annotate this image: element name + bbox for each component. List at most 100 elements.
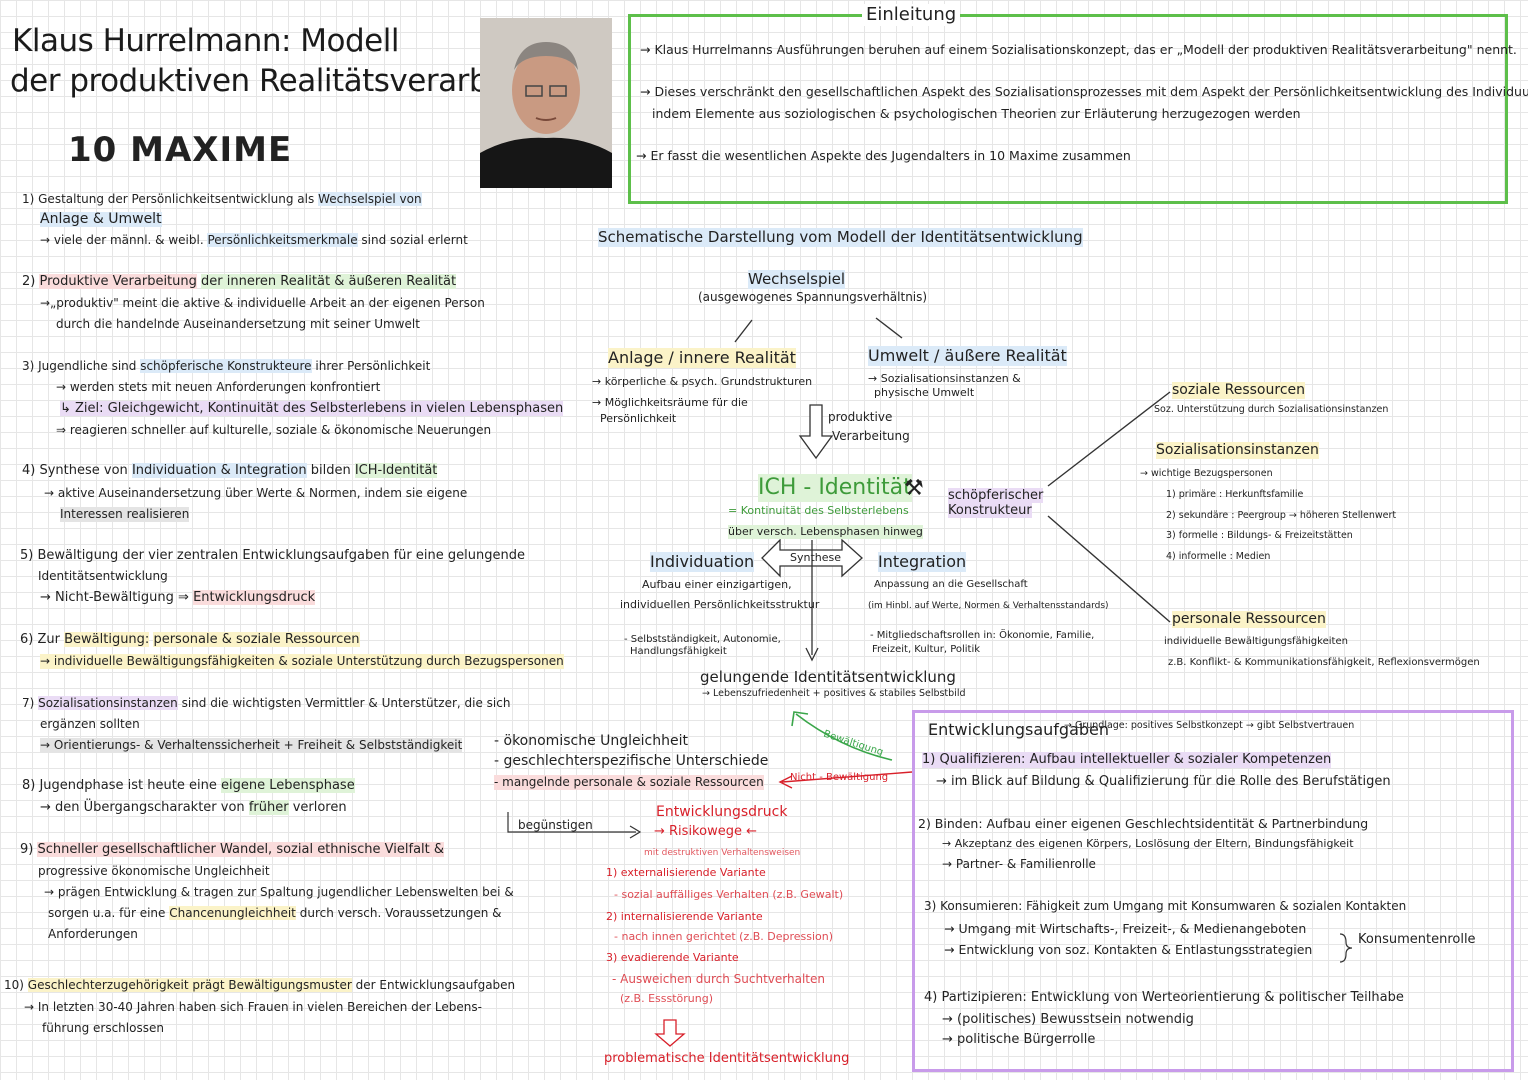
maxim-5-line1: 5) Bewältigung der vier zentralen Entwic… [20,548,525,563]
intro-label: Einleitung [862,4,961,26]
maxim-1-line1: 1) Gestaltung der Persönlichkeitsentwick… [22,192,422,206]
druck-3: mit destruktiven Verhaltensweisen [644,848,801,858]
maxim-3-line1: 3) Jugendliche sind schöpferische Konstr… [22,359,431,373]
intro-line-4: → Er fasst die wesentlichen Aspekte des … [636,148,1131,163]
task-3a: → Umgang mit Wirtschafts-, Freizeit-, & … [944,921,1307,936]
variante-3: 3) evadierende Variante [606,951,739,964]
task-4: 4) Partizipieren: Entwicklung von Werteo… [924,990,1404,1005]
task-3: 3) Konsumieren: Fähigkeit zum Umgang mit… [924,899,1407,913]
task-2b: → Partner- & Familienrolle [942,857,1096,871]
soziale-ressourcen: soziale Ressourcen [1172,382,1305,399]
maxim-4-line1: 4) Synthese von Individuation & Integrat… [22,463,438,478]
schema-int-1: Anpassung an die Gesellschaft [874,579,1028,590]
maxim-9-line3: → prägen Entwicklung & tragen zur Spaltu… [44,885,514,899]
risk-3: - mangelnde personale & soziale Ressourc… [494,775,764,790]
inst-3: 2) sekundäre : Peergroup → höheren Stell… [1166,510,1397,521]
schema-ind-1: Aufbau einer einzigartigen, [642,578,792,591]
task-2a: → Akzeptanz des eigenen Körpers, Loslösu… [942,837,1354,850]
schema-int-2: (im Hinbl. auf Werte, Normen & Verhalten… [868,601,1109,611]
schema-gelungen: gelungende Identitätsentwicklung [700,668,956,686]
task-2: 2) Binden: Aufbau einer eigenen Geschlec… [918,816,1369,831]
schema-konstrukteur-1: schöpferischer [948,488,1044,503]
schema-integration: Integration [878,552,967,572]
maxim-9-line4: sorgen u.a. für eine Chancenungleichheit… [48,906,502,920]
schema-synthese: Synthese [790,551,842,564]
inst-2: 1) primäre : Herkunftsfamilie [1166,489,1304,500]
maxim-7-line1: 7) Sozialisationsinstanzen sind die wich… [22,696,511,710]
schema-beguenstigen: begünstigen [518,818,593,832]
schema-nicht-bewaeltigung: Nicht - Bewältigung [790,772,889,783]
schema-umwelt: Umwelt / äußere Realität [868,346,1067,366]
schema-int-4: Freizeit, Kultur, Politik [872,644,981,655]
schema-konstrukteur-2: Konstrukteur [948,503,1032,518]
task-3c: Konsumentenrolle [1358,932,1476,947]
variante-2a: - nach innen gerichtet (z.B. Depression) [614,930,834,943]
maxim-2-line3: durch die handelnde Auseinandersetzung m… [56,317,420,331]
variante-3b: (z.B. Essstörung) [620,992,714,1005]
tasks-box [912,710,1514,1072]
personale-ressourcen: personale Ressourcen [1172,611,1326,628]
maxim-8-line1: 8) Jugendphase ist heute eine eigene Leb… [22,778,355,793]
schema-produktive-1: produktive [828,410,893,424]
maxim-9-line5: Anforderungen [48,927,138,941]
schema-ind-4: Handlungsfähigkeit [630,646,727,657]
maxim-1-line2: Anlage & Umwelt [40,211,162,227]
variante-1: 1) externalisierende Variante [606,866,766,879]
inst-5: 4) informelle : Medien [1166,551,1271,562]
variante-3a: - Ausweichen durch Suchtverhalten [612,972,825,986]
intro-line-3: indem Elemente aus soziologischen & psyc… [652,106,1301,121]
sozialisationsinstanzen: Sozialisationsinstanzen [1156,442,1319,459]
risk-2: - geschlechterspezifische Unterschiede [494,753,769,769]
portrait-photo [480,18,612,188]
intro-line-2: → Dieses verschränkt den gesellschaftlic… [640,84,1528,99]
maxim-3-line2: → werden stets mit neuen Anforderungen k… [56,380,381,394]
maxim-10-line3: führung erschlossen [42,1021,164,1035]
schema-anlage: Anlage / innere Realität [608,348,796,368]
maxim-8-line2: → den Übergangscharakter von früher verl… [40,800,347,815]
schema-ind-3: - Selbstständigkeit, Autonomie, [624,634,781,645]
maxim-5-line2: Identitätsentwicklung [38,569,168,583]
maxim-heading: 10 MAXIME [68,130,293,170]
maxim-7-line2: ergänzen sollten [40,717,140,731]
page-title-line1: Klaus Hurrelmann: Modell [12,23,399,59]
maxim-5-line3: → Nicht-Bewältigung ⇒ Entwicklungsdruck [40,590,316,605]
schema-problem: problematische Identitätsentwicklung [604,1051,850,1066]
schema-title: Schematische Darstellung vom Modell der … [598,228,1083,247]
schema-ich-sub2: über versch. Lebensphasen hinweg [728,525,923,539]
schema-produktive-2: Verarbeitung [832,429,910,443]
schema-ich-identitaet: ICH - Identität [758,474,912,502]
druck-2: → Risikowege ← [654,824,757,839]
maxim-3-line4: ⇒ reagieren schneller auf kulturelle, so… [56,423,492,437]
task-4b: → politische Bürgerrolle [942,1032,1096,1047]
schema-individuation: Individuation [650,552,755,572]
task-3b: → Entwicklung von soz. Kontakten & Entla… [944,942,1313,957]
schema-anlage-3: Persönlichkeit [600,412,677,425]
schema-int-3: - Mitgliedschaftsrollen in: Ökonomie, Fa… [870,630,1095,641]
maxim-1-line3: → viele der männl. & weibl. Persönlichke… [40,233,468,247]
schema-umwelt-1: → Sozialisationsinstanzen & [868,372,1021,385]
maxim-9-line1: 9) Schneller gesellschaftlicher Wandel, … [20,842,445,857]
schema-ich-sub1: = Kontinuität des Selbsterlebens [728,504,909,517]
schema-ind-2: individuellen Persönlichkeitsstruktur [620,598,820,611]
maxim-3-line3: ↳ Ziel: Gleichgewicht, Kontinuität des S… [60,401,564,416]
druck-1: Entwicklungsdruck [656,804,788,820]
intro-line-1: → Klaus Hurrelmanns Ausführungen beruhen… [640,42,1517,57]
maxim-10-line2: → In letzten 30-40 Jahren haben sich Fra… [24,1000,482,1014]
schema-anlage-2: → Möglichkeitsräume für die [592,396,748,409]
maxim-9-line2: progressive ökonomische Ungleichheit [38,864,270,878]
tasks-title: Entwicklungsaufgaben [928,720,1110,739]
maxim-6-line1: 6) Zur Bewältigung: personale & soziale … [20,632,360,647]
variante-1a: - sozial auffälliges Verhalten (z.B. Gew… [614,888,844,901]
soziale-ressourcen-sub: Soz. Unterstützung durch Sozialisationsi… [1154,404,1389,415]
task-4a: → (politisches) Bewusstsein notwendig [942,1012,1194,1027]
maxim-7-line3: → Orientierungs- & Verhaltenssicherheit … [40,738,463,753]
intro-box [628,14,1508,204]
maxim-2-line1: 2) Produktive Verarbeitung der inneren R… [22,274,457,289]
personale-2: z.B. Konflikt- & Kommunikationsfähigkeit… [1168,657,1480,668]
task-1: 1) Qualifizieren: Aufbau intellektueller… [922,752,1332,768]
schema-wechselspiel-sub: (ausgewogenes Spannungsverhältnis) [698,290,928,304]
schema-wechselspiel: Wechselspiel [748,270,846,289]
maxim-4-line2: → aktive Auseinandersetzung über Werte &… [44,486,468,500]
personale-1: individuelle Bewältigungsfähigkeiten [1164,636,1348,647]
